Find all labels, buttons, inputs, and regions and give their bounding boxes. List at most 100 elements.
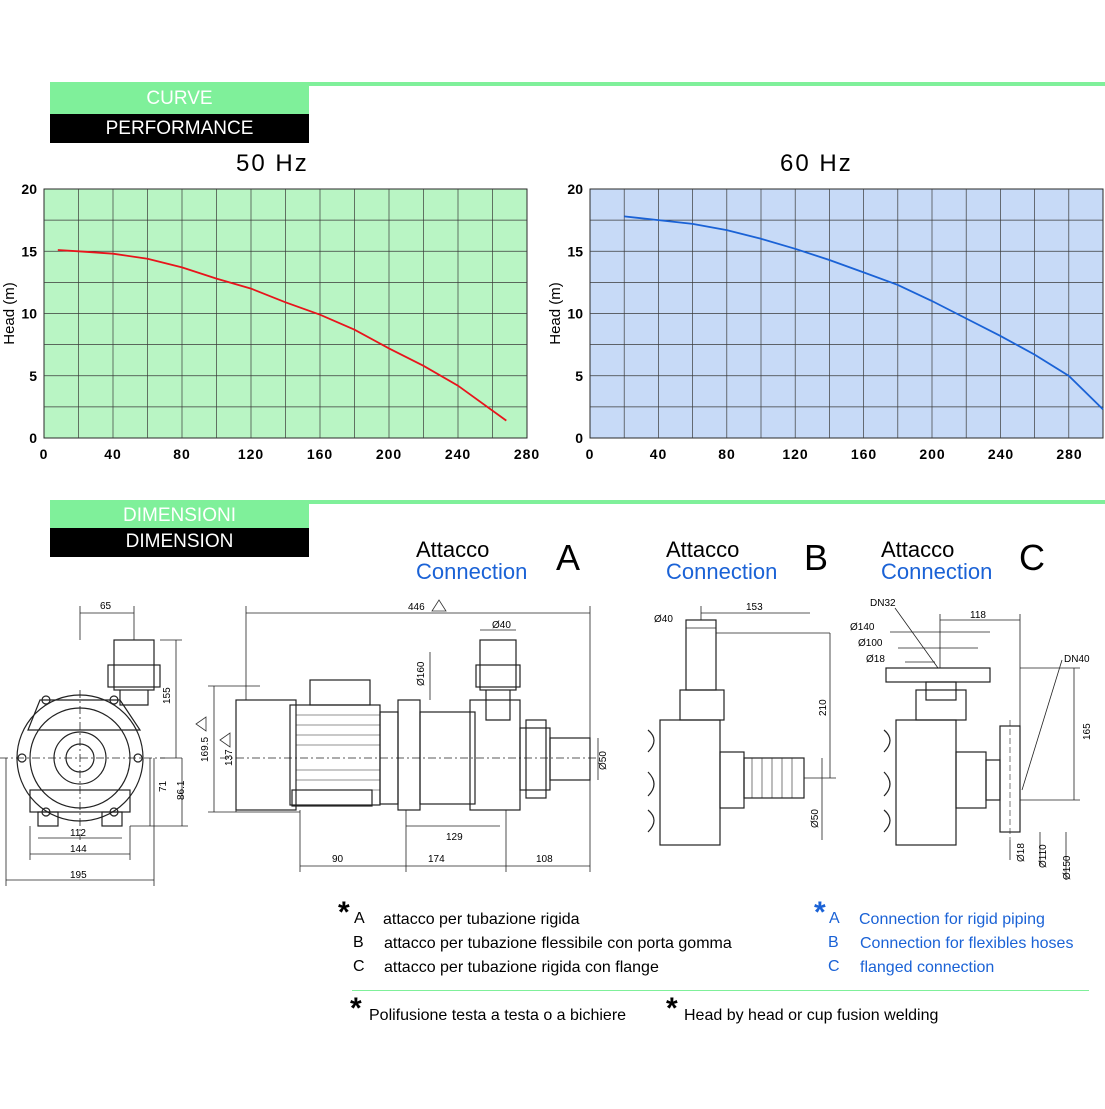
dim-c-d18: Ø18 xyxy=(1016,843,1027,862)
x-tick-label: 280 xyxy=(514,446,540,462)
legend-it-c-letter: C xyxy=(353,958,365,975)
dim-side-446: 446 xyxy=(408,602,425,613)
legend-it-b-text: attacco per tubazione flessibile con por… xyxy=(384,935,732,952)
chart-60hz-title: 60 Hz xyxy=(780,150,853,177)
warning-triangle-icon xyxy=(431,599,447,612)
x-tick-label: 200 xyxy=(376,446,402,462)
dim-c-165: 165 xyxy=(1082,723,1093,740)
legend-en-a-letter: A xyxy=(829,910,840,927)
legend-it-b-letter: B xyxy=(353,934,364,951)
y-tick-label: 10 xyxy=(567,306,583,322)
dim-c-d100: Ø100 xyxy=(858,638,883,649)
y-tick-label: 20 xyxy=(567,181,583,197)
x-tick-label: 40 xyxy=(104,446,122,462)
curve-label: CURVE xyxy=(50,86,309,114)
dim-front-112: 112 xyxy=(70,828,86,839)
warning-triangle-icon xyxy=(195,716,207,732)
connection-b-it: Attacco xyxy=(666,537,740,562)
legend-en-a-text: Connection for rigid piping xyxy=(859,911,1045,928)
legend-en-b-text: Connection for flexibles hoses xyxy=(860,935,1074,952)
dim-b-210: 210 xyxy=(818,699,829,716)
x-tick-label: 40 xyxy=(650,446,668,462)
dim-side-90: 90 xyxy=(332,854,344,865)
dim-side-169: 169.5 xyxy=(200,737,211,762)
dim-front-195: 195 xyxy=(70,870,87,881)
legend-it-asterisk: * xyxy=(338,896,350,929)
dim-front-155: 155 xyxy=(162,687,173,704)
dimension-label: DIMENSION xyxy=(50,528,309,557)
dim-front-65: 65 xyxy=(100,601,112,612)
legend-en-c-text: flanged connection xyxy=(860,959,995,976)
note-it-asterisk: * xyxy=(350,992,362,1025)
series-line xyxy=(624,215,1104,411)
y-tick-label: 10 xyxy=(21,306,37,322)
connection-a-letter: A xyxy=(556,537,581,578)
y-tick-label: 20 xyxy=(21,181,37,197)
connection-b-en: Connection xyxy=(666,559,778,584)
connection-a-it: Attacco xyxy=(416,537,490,562)
top-divider-line xyxy=(50,82,1105,86)
y-tick-label: 5 xyxy=(575,368,583,384)
performance-label: PERFORMANCE xyxy=(50,114,309,143)
dim-side-d160: Ø160 xyxy=(416,661,427,686)
pump-front-view xyxy=(0,639,165,840)
connection-b-drawing xyxy=(647,619,805,846)
x-tick-label: 80 xyxy=(718,446,736,462)
legend-it-c-text: attacco per tubazione rigida con flange xyxy=(384,959,659,976)
note-en-text: Head by head or cup fusion welding xyxy=(684,1007,939,1024)
connection-c-letter: C xyxy=(1019,537,1045,578)
y-tick-label: 15 xyxy=(567,243,583,259)
dim-side-d50: Ø50 xyxy=(598,751,609,770)
legend-en-b-letter: B xyxy=(828,934,839,951)
x-tick-label: 200 xyxy=(919,446,945,462)
warning-triangle-icon xyxy=(219,732,231,748)
y-tick-label: 15 xyxy=(21,243,37,259)
x-tick-label: 280 xyxy=(1056,446,1082,462)
y-tick-label: 0 xyxy=(575,430,583,446)
x-tick-label: 160 xyxy=(307,446,333,462)
series-line xyxy=(57,249,507,422)
dim-c-d140: Ø140 xyxy=(850,622,875,633)
connection-c-it: Attacco xyxy=(881,537,955,562)
connection-b-letter: B xyxy=(804,537,829,578)
note-en-asterisk: * xyxy=(666,992,678,1025)
dim-b-153: 153 xyxy=(746,602,763,613)
pump-side-view xyxy=(220,639,600,811)
x-tick-label: 160 xyxy=(851,446,877,462)
dim-front-86: 86.1 xyxy=(176,780,187,800)
connection-c-drawing xyxy=(883,667,1021,846)
x-tick-label: 0 xyxy=(40,446,49,462)
x-tick-label: 240 xyxy=(445,446,471,462)
y-tick-label: 5 xyxy=(29,368,37,384)
dim-c-d150: Ø150 xyxy=(1062,855,1073,880)
mid-divider-line xyxy=(50,500,1105,504)
legend-it-a-text: attacco per tubazione rigida xyxy=(383,911,580,928)
connection-a-header: Attacco Connection A xyxy=(416,537,580,583)
dim-side-174: 174 xyxy=(428,854,445,865)
note-it-text: Polifusione testa a testa o a bichiere xyxy=(369,1007,627,1024)
dim-c-d110: Ø110 xyxy=(1038,844,1049,868)
dim-c-118: 118 xyxy=(970,610,986,621)
x-tick-label: 120 xyxy=(782,446,808,462)
x-tick-label: 0 xyxy=(586,446,595,462)
dim-side-108: 108 xyxy=(536,854,553,865)
dim-front-71: 71 xyxy=(158,780,169,792)
dimensioni-label: DIMENSIONI xyxy=(50,504,309,528)
legend-separator xyxy=(352,990,1089,991)
connection-c-header: Attacco Connection C xyxy=(881,537,1045,584)
dim-c-d18-top: Ø18 xyxy=(866,654,885,665)
legend-en-c-letter: C xyxy=(828,958,840,975)
x-tick-label: 80 xyxy=(173,446,191,462)
y-axis-label: Head (m) xyxy=(547,282,564,345)
pump-dimension-drawing: 65 155 71 86.1 112 144 195 446 Ø40 Ø160 … xyxy=(0,598,1093,886)
dim-b-d40: Ø40 xyxy=(654,614,673,625)
legend-it-a-letter: A xyxy=(354,910,365,927)
dim-side-129: 129 xyxy=(446,832,463,843)
y-axis-label: Head (m) xyxy=(1,282,18,345)
x-tick-label: 240 xyxy=(988,446,1014,462)
x-tick-label: 120 xyxy=(238,446,264,462)
connection-c-en: Connection xyxy=(881,559,993,584)
